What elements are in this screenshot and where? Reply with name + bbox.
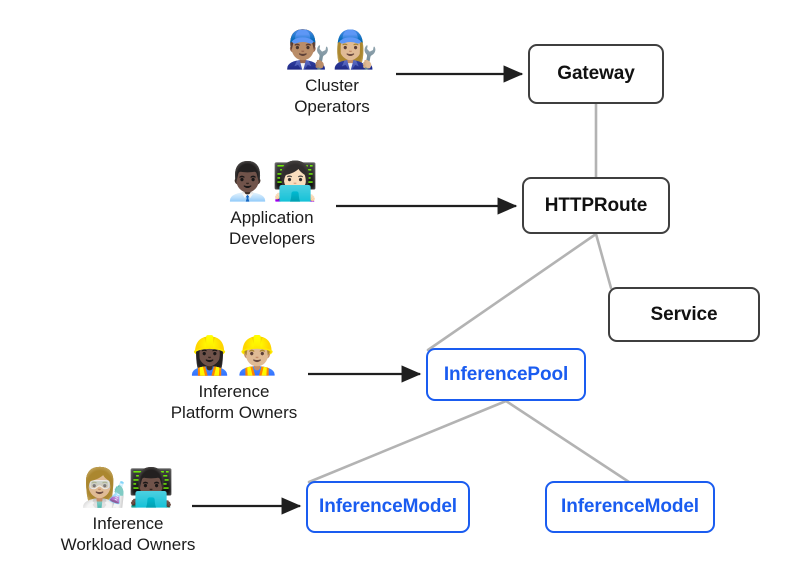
edge-inferencepool-to-inferencemodel-right — [504, 399, 631, 484]
persona-inference-workload-owners[interactable]: 👩🏼‍🔬👨🏿‍💻 Inference Workload Owners — [40, 466, 216, 555]
node-gateway[interactable]: Gateway — [528, 44, 664, 104]
node-inferencemodel-right-label: InferenceModel — [561, 496, 699, 517]
edge-httproute-to-inferencepool — [426, 232, 598, 352]
node-inferencemodel-left-label: InferenceModel — [319, 496, 457, 517]
node-inferencepool[interactable]: InferencePool — [426, 348, 586, 401]
persona-cluster-operators[interactable]: 👨🏽‍🔧👩🏼‍🔧 Cluster Operators — [264, 28, 400, 117]
office-worker-technologist-pair-icon: 👨🏿‍💼👩🏻‍💻 — [224, 160, 320, 203]
node-httproute-label: HTTPRoute — [544, 194, 648, 216]
scientist-technologist-pair-icon: 👩🏼‍🔬👨🏿‍💻 — [80, 466, 176, 509]
node-httproute[interactable]: HTTPRoute — [522, 177, 670, 234]
persona-cluster-operators-label: Cluster Operators — [294, 76, 370, 116]
construction-worker-pair-icon: 👷🏿‍♀️👷🏼‍♂️ — [186, 334, 282, 377]
node-inferencepool-label: InferencePool — [443, 363, 569, 385]
node-service[interactable]: Service — [608, 287, 760, 342]
mechanic-pair-icon: 👨🏽‍🔧👩🏼‍🔧 — [284, 28, 380, 71]
persona-inference-platform-owners-label: Inference Platform Owners — [170, 382, 298, 422]
persona-application-developers-label: Application Developers — [229, 208, 315, 248]
edge-httproute-to-service — [594, 232, 613, 290]
resource-relationship-edges — [307, 102, 631, 484]
node-inferencemodel-left[interactable]: InferenceModel — [306, 481, 470, 533]
node-service-label: Service — [650, 303, 718, 325]
persona-arrows — [192, 65, 524, 515]
node-inferencemodel-right[interactable]: InferenceModel — [545, 481, 715, 533]
persona-inference-platform-owners[interactable]: 👷🏿‍♀️👷🏼‍♂️ Inference Platform Owners — [152, 334, 316, 423]
persona-inference-workload-owners-label: Inference Workload Owners — [60, 514, 196, 554]
node-gateway-label: Gateway — [557, 63, 635, 84]
edge-inferencepool-to-inferencemodel-left — [307, 399, 508, 484]
persona-application-developers[interactable]: 👨🏿‍💼👩🏻‍💻 Application Developers — [204, 160, 340, 249]
